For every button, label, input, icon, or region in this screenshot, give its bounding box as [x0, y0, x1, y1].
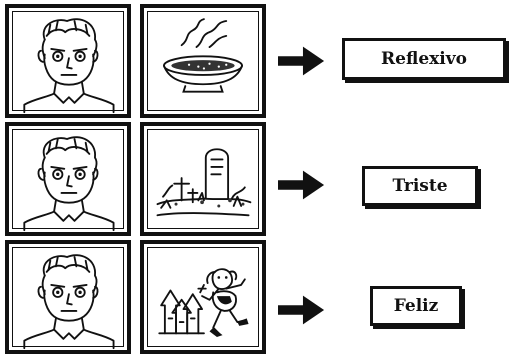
row-1: Reflexivo — [0, 4, 514, 118]
neutral-face-drawing — [23, 136, 115, 232]
face-panel — [5, 240, 131, 354]
scene-panel-soup-bowl — [140, 4, 266, 118]
arrow-right-icon — [278, 46, 325, 76]
neutral-face-drawing — [23, 254, 115, 350]
emotion-label: Feliz — [370, 286, 462, 326]
row-2: Triste — [0, 122, 514, 236]
face-panel — [5, 122, 131, 236]
face-panel — [5, 4, 131, 118]
gravestone-drawing — [156, 148, 252, 217]
scene-panel-castle-and-dancer — [140, 240, 266, 354]
arrow-right-icon — [278, 170, 325, 200]
castle-and-dancer-drawing — [158, 268, 249, 337]
arrow-right-icon — [278, 295, 325, 325]
scene-panel-gravestone — [140, 122, 266, 236]
emotion-label: Reflexivo — [342, 38, 506, 80]
row-3: Feliz — [0, 240, 514, 354]
neutral-face-drawing — [23, 18, 115, 114]
emotion-label: Triste — [362, 166, 478, 206]
soup-bowl-drawing — [163, 18, 243, 93]
